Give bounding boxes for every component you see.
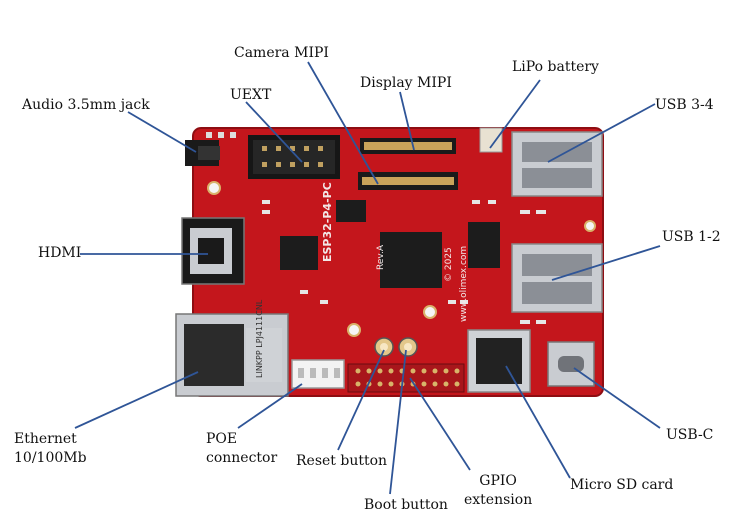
leader-ethernet (74, 371, 199, 429)
lipo-connector (479, 127, 503, 153)
leader-boot (389, 349, 407, 495)
label-usb34: USB 3-4 (655, 97, 714, 113)
label-display-mipi: Display MIPI (360, 75, 452, 91)
chip (468, 222, 500, 268)
cpu-chip (380, 232, 442, 288)
label-ethernet: Ethernet 10/100Mb (14, 430, 87, 468)
label-reset-button: Reset button (296, 453, 388, 469)
mount-hole (347, 323, 361, 337)
label-usb12: USB 1-2 (662, 229, 721, 245)
leader-gpio (409, 377, 471, 471)
leader-lipo (489, 79, 541, 149)
label-hdmi: HDMI (38, 245, 82, 261)
label-gpio: GPIO extension (464, 472, 532, 510)
label-uext: UEXT (230, 87, 272, 103)
chip (280, 236, 318, 270)
label-camera-mipi: Camera MIPI (234, 45, 329, 61)
leader-micro-sd (505, 365, 571, 479)
mount-hole (207, 181, 221, 195)
leader-poe (237, 383, 303, 429)
label-lipo-battery: LiPo battery (512, 59, 599, 75)
chip (336, 200, 366, 222)
label-ethernet-line1: Ethernet (14, 431, 77, 447)
leader-usb12 (551, 245, 661, 281)
label-usbc: USB-C (666, 427, 714, 443)
leader-audio (127, 111, 197, 153)
mount-hole (423, 305, 437, 319)
label-ethernet-line2: 10/100Mb (14, 450, 87, 466)
label-gpio-line2: extension (464, 492, 533, 508)
label-poe-line1: POE (206, 431, 238, 447)
leader-display-mipi (399, 91, 415, 151)
mount-hole (584, 220, 596, 232)
label-poe: POE connector (206, 430, 277, 468)
label-audio-jack: Audio 3.5mm jack (22, 97, 150, 113)
label-gpio-line1: GPIO (479, 473, 517, 489)
label-micro-sd: Micro SD card (570, 477, 674, 493)
leader-usbc (573, 367, 661, 429)
leader-reset (337, 349, 385, 451)
leader-uext (245, 101, 303, 163)
label-poe-line2: connector (206, 450, 278, 466)
leader-usb34 (547, 103, 656, 163)
leader-camera-mipi (307, 61, 379, 185)
label-boot-button: Boot button (364, 497, 448, 513)
